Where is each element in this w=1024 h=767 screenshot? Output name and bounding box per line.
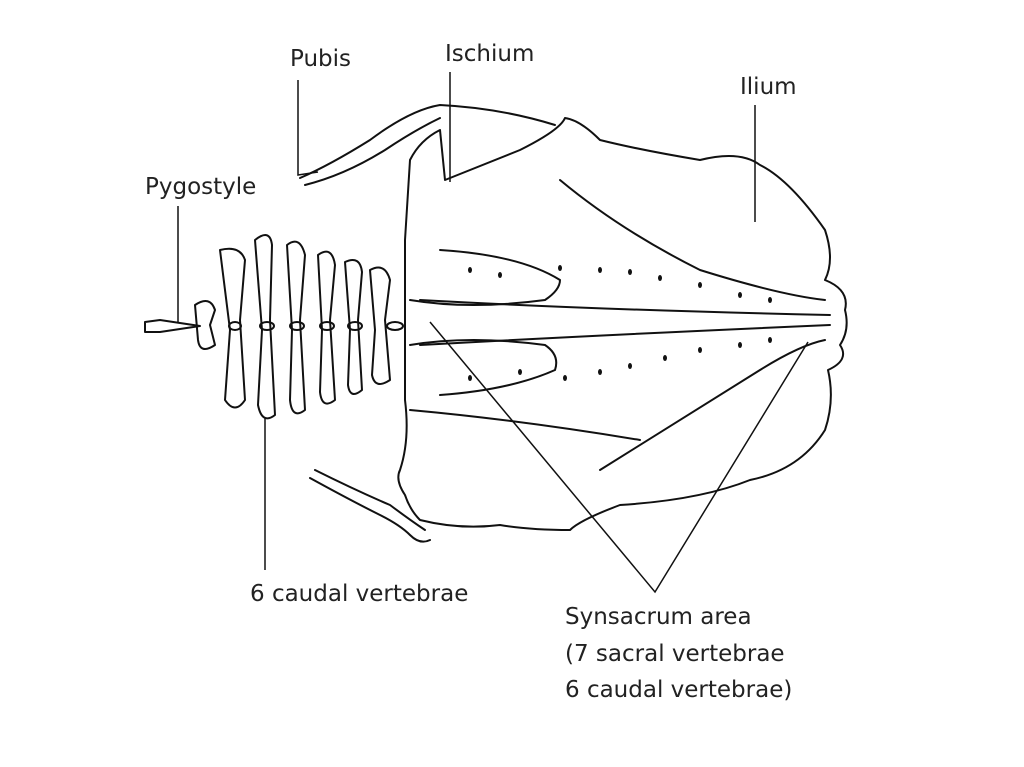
label-pygostyle: Pygostyle: [145, 174, 256, 200]
caudal-vertebrae-drawing: [144, 234, 404, 420]
label-pubis: Pubis: [290, 46, 351, 72]
label-ilium: Ilium: [740, 74, 797, 100]
leader-lines: [177, 72, 809, 594]
pelvis-drawing: [144, 104, 848, 543]
label-ischium: Ischium: [445, 41, 534, 67]
label-synsacrum-area: Synsacrum area: [565, 604, 752, 630]
label-synsacrum-caudal: 6 caudal vertebrae): [565, 677, 792, 703]
label-synsacrum-sacral: (7 sacral vertebrae: [565, 641, 785, 667]
label-caudal-vertebrae: 6 caudal vertebrae: [250, 581, 468, 607]
